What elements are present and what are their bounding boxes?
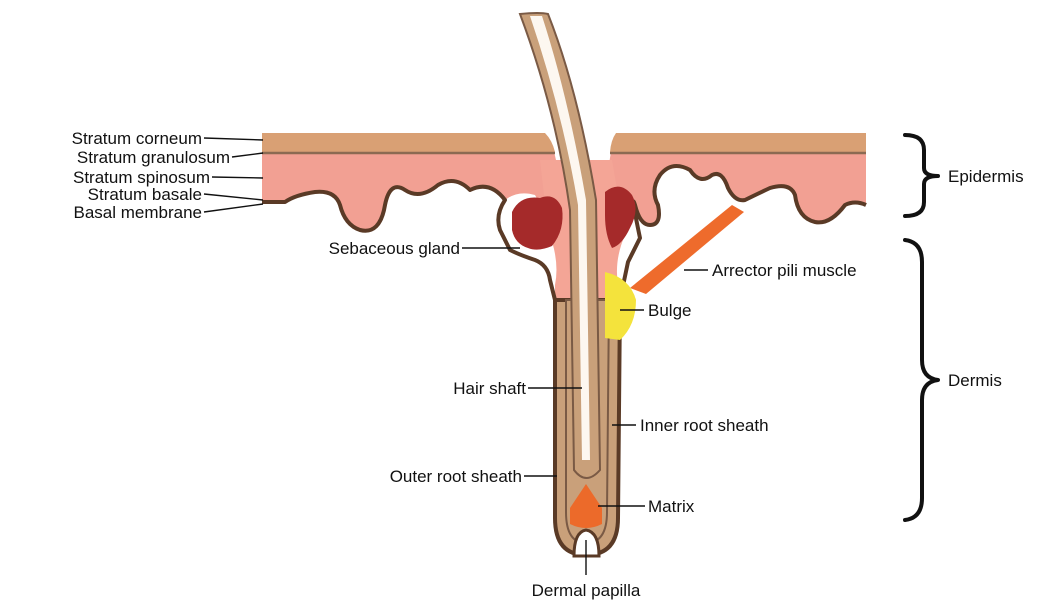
label-basal-membrane: Basal membrane [73, 203, 202, 222]
bulge [605, 272, 636, 340]
label-dermis: Dermis [948, 371, 1002, 390]
label-arrector-pili-muscle: Arrector pili muscle [712, 261, 857, 280]
label-sebaceous-gland: Sebaceous gland [329, 239, 460, 258]
stratum-corneum-left [262, 133, 555, 152]
label-bulge: Bulge [648, 301, 691, 320]
dermis-brace [905, 240, 938, 520]
label-inner-root-sheath: Inner root sheath [640, 416, 769, 435]
stratum-corneum-right [610, 133, 866, 152]
label-matrix: Matrix [648, 497, 695, 516]
label-stratum-granulosum: Stratum granulosum [77, 148, 230, 167]
label-stratum-basale: Stratum basale [88, 185, 202, 204]
label-stratum-corneum: Stratum corneum [72, 129, 202, 148]
label-outer-root-sheath: Outer root sheath [390, 467, 522, 486]
label-hair-shaft: Hair shaft [453, 379, 526, 398]
sebaceous-gland-right [605, 187, 636, 248]
label-epidermis: Epidermis [948, 167, 1024, 186]
label-dermal-papilla: Dermal papilla [532, 581, 641, 600]
epidermis-brace [905, 135, 938, 216]
sebaceous-gland-left [512, 196, 563, 249]
